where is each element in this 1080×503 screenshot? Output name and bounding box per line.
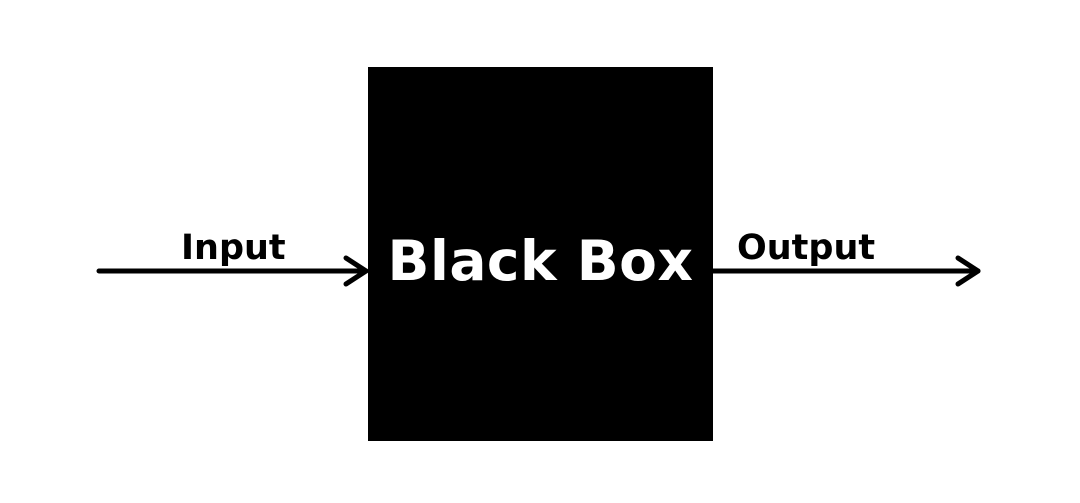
input-arrow-head [343,255,369,287]
input-arrow [96,255,369,287]
output-arrow-head [955,255,981,287]
output-arrow [710,255,981,287]
output-label: Output [737,228,876,268]
black-box-label: Black Box [387,229,694,293]
input-label: Input [181,228,286,268]
black-box [368,67,713,441]
